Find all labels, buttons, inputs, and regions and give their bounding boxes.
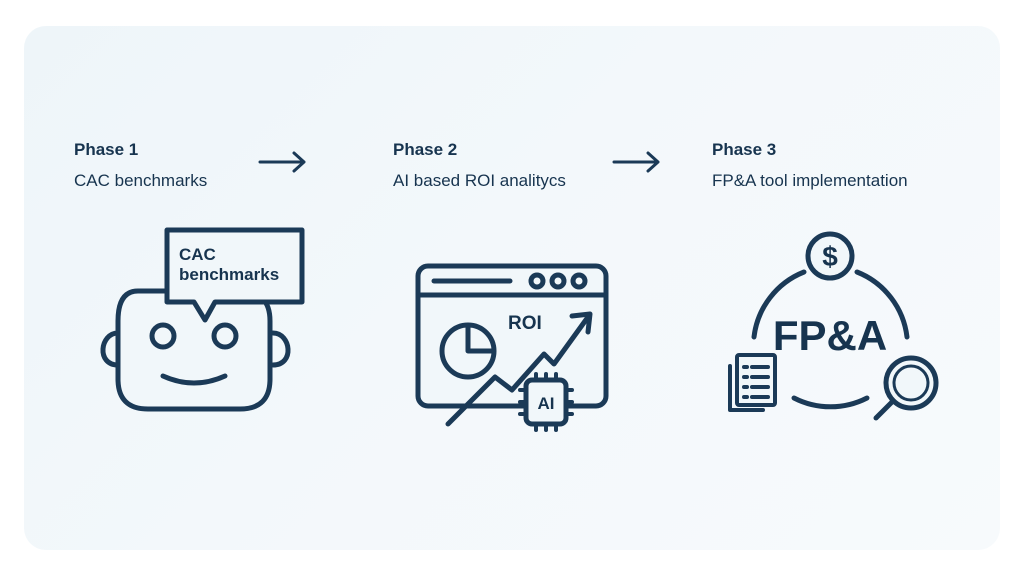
phase-2-header: Phase 2 AI based ROI analitycs <box>393 138 566 193</box>
phase-2-subtitle: AI based ROI analitycs <box>393 171 566 190</box>
cycle-arc-right <box>854 269 910 340</box>
document-checklist-icon <box>728 353 777 412</box>
phase-2-illustration: ROI AI <box>415 263 609 432</box>
pie-chart-icon <box>439 322 497 380</box>
arrow-right-icon <box>258 151 306 173</box>
chip-label: AI <box>538 394 555 413</box>
phase-1-subtitle: CAC benchmarks <box>74 171 208 190</box>
phase-1-illustration: CAC benchmarks <box>100 227 305 412</box>
browser-window-icon <box>415 263 609 409</box>
speech-bubble-icon: CAC benchmarks <box>164 227 305 323</box>
cycle-arc-bottom <box>791 395 870 410</box>
phase-3-header: Phase 3 FP&A tool implementation <box>712 138 908 193</box>
phase-3-illustration: $ FP&A <box>728 231 939 421</box>
robot-icon <box>100 288 291 412</box>
phase-2-title: Phase 2 <box>393 140 458 159</box>
phase-3-subtitle: FP&A tool implementation <box>712 171 908 190</box>
trend-arrow-icon <box>445 311 593 427</box>
dollar-coin-icon: $ <box>805 231 855 281</box>
magnifier-icon <box>873 355 939 421</box>
arrow-right-icon <box>612 151 660 173</box>
phase-3-title: Phase 3 <box>712 140 777 159</box>
phase-1-header: Phase 1 CAC benchmarks <box>74 138 207 193</box>
roi-label: ROI <box>508 313 542 334</box>
ai-chip-icon: AI <box>518 372 574 432</box>
coin-symbol: $ <box>822 241 838 272</box>
fpa-center-label: FP&A <box>773 312 887 359</box>
bubble-label-line-2: benchmarks <box>179 265 279 284</box>
bubble-label-line-1: CAC <box>179 245 216 264</box>
phase-1-title: Phase 1 <box>74 140 139 159</box>
cycle-arc-left <box>751 269 807 340</box>
